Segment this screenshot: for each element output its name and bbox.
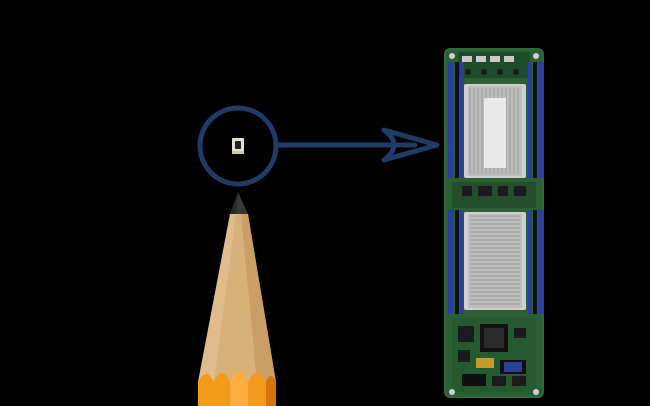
arrow	[273, 127, 440, 163]
tiny-chip	[232, 138, 244, 154]
pencil	[198, 192, 276, 406]
server-motherboard	[444, 48, 544, 398]
